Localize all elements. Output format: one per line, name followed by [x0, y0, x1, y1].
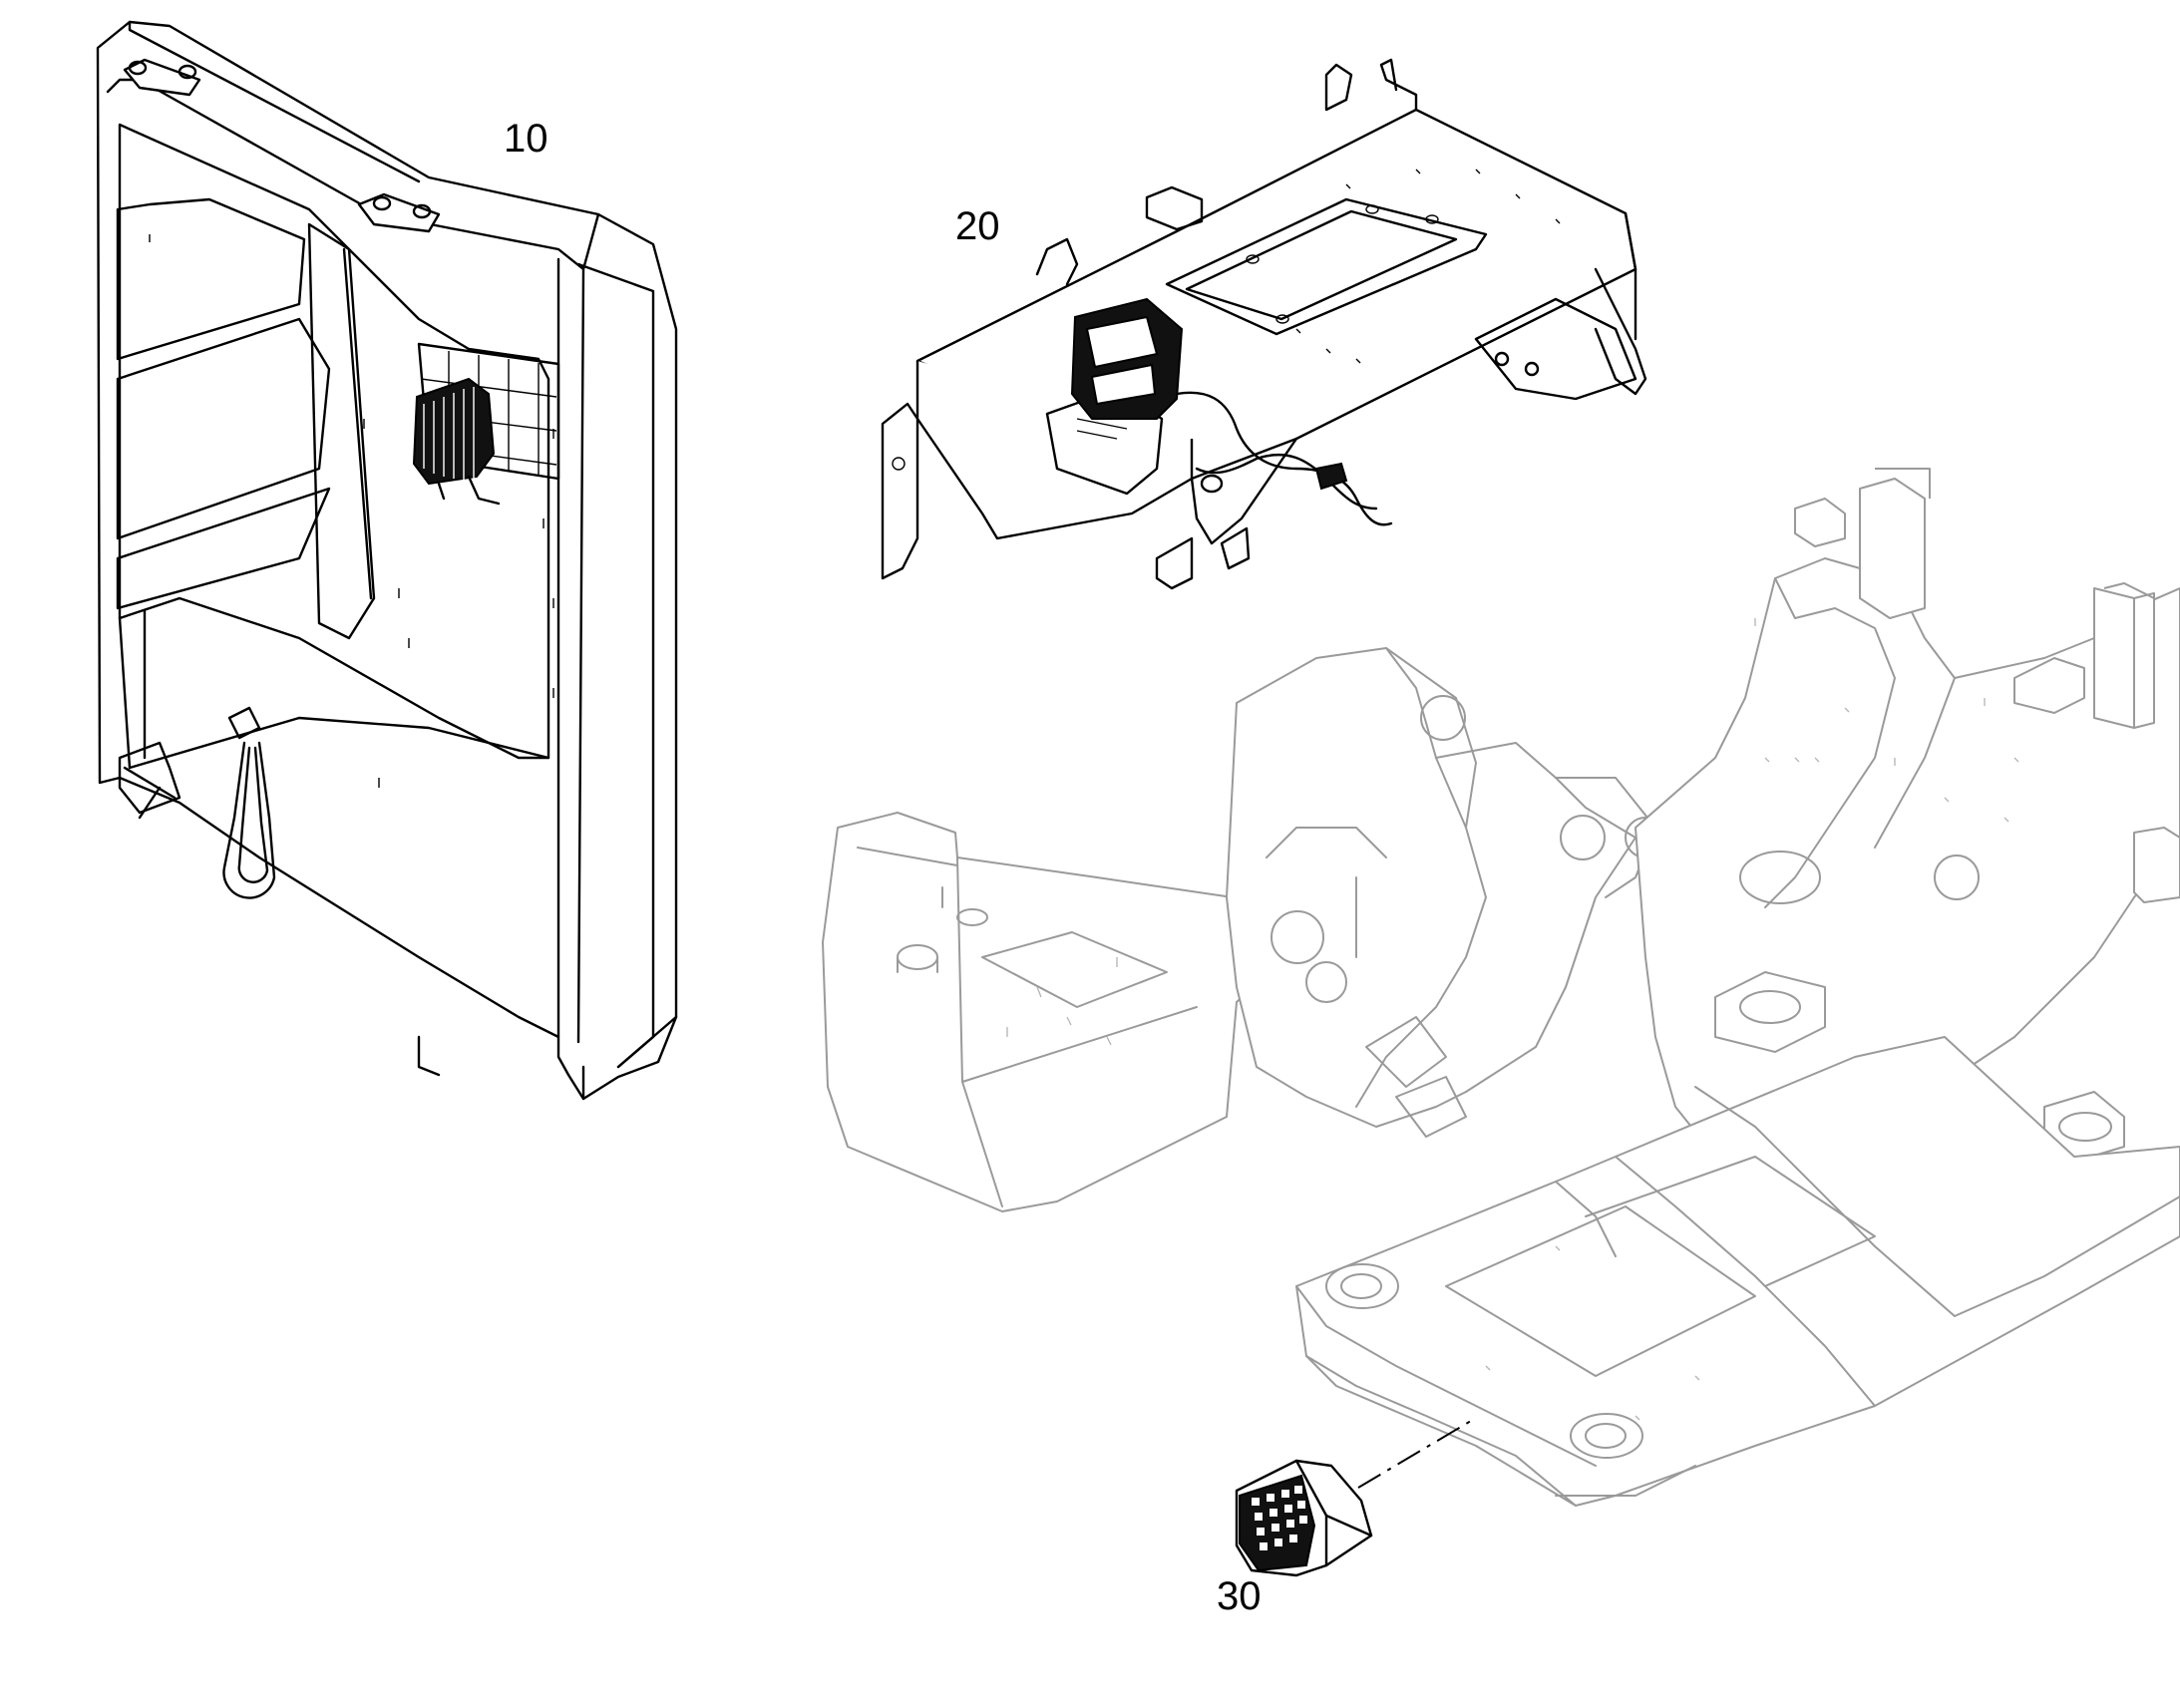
rear-lamp-icon [1235, 1459, 1373, 1577]
callout-10: 10 [504, 117, 548, 161]
work-light-icon [1070, 297, 1184, 420]
mounting-bracket-icon [881, 58, 1647, 590]
leader-line [1357, 1420, 1472, 1489]
door-panel-icon [96, 20, 678, 1101]
work-light-icon [412, 377, 501, 506]
callout-20: 20 [955, 204, 1000, 248]
undercarriage-frame-icon [822, 468, 2180, 1507]
callout-30: 30 [1217, 1574, 1262, 1618]
